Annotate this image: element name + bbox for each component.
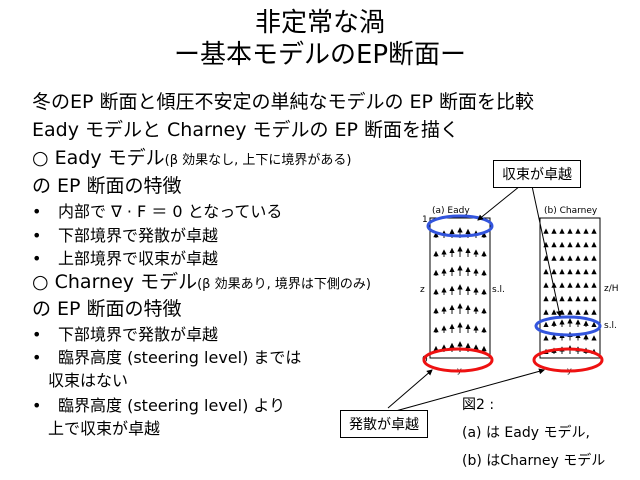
charney-subheading: の EP 断面の特徴 <box>32 298 182 320</box>
panel-a-label: (a) Eady <box>432 206 470 216</box>
y-top-label: 1 <box>422 215 428 225</box>
eady-bullet-2-text: 下部境界で発散が卓越 <box>58 226 219 245</box>
z-h-label: z/H <box>604 284 619 294</box>
pointer-divergence-eady <box>387 369 433 409</box>
eady-heading: ○ Eady モデル(β 効果なし, 上下に境界がある) <box>32 146 351 173</box>
divergence-ellipse-charney <box>532 347 604 373</box>
figure-caption-2: (a) は Eady モデル, <box>462 425 590 441</box>
panel-a-sl-label: s.l. <box>492 285 505 295</box>
eady-note: (β 効果なし, 上下に境界がある) <box>164 153 352 168</box>
intro-line-1: 冬のEP 断面と傾圧不安定の単純なモデルの EP 断面を比較 <box>32 91 535 113</box>
panel-b-sl-label: s.l. <box>604 321 617 331</box>
convergence-callout: 収束が卓越 <box>493 160 581 188</box>
convergence-ellipse-eady <box>426 214 494 238</box>
divergence-ellipse-eady <box>422 347 494 373</box>
pointer-convergence-eady <box>477 185 521 221</box>
divergence-callout: 発散が卓越 <box>340 410 428 438</box>
charney-bullet-1-text: 下部境界で発散が卓越 <box>58 325 219 344</box>
bullet-dot-icon: • <box>32 325 42 344</box>
eady-bullet-3-text: 上部境界で収束が卓越 <box>58 249 219 268</box>
charney-bullet-1: • 下部境界で発散が卓越 <box>32 324 218 345</box>
eady-heading-text: ○ Eady モデル <box>32 147 165 169</box>
bullet-dot-icon: • <box>32 249 42 268</box>
panel-b-arrows <box>543 228 597 355</box>
bullet-dot-icon: • <box>32 396 42 415</box>
charney-bullet-3-cont: 上で収束が卓越 <box>48 419 161 438</box>
charney-heading: ○ Charney モデル(β 効果あり, 境界は下側のみ) <box>32 270 371 297</box>
figure-caption-1: 図2 : <box>462 397 495 413</box>
eady-subheading: の EP 断面の特徴 <box>32 175 182 197</box>
bullet-dot-icon: • <box>32 348 42 367</box>
pointer-convergence-charney <box>531 185 562 317</box>
eady-bullet-2: • 下部境界で発散が卓越 <box>32 225 218 246</box>
slide-title: 非定常な渦 <box>254 8 385 38</box>
charney-bullet-2: • 臨界高度 (steering level) までは <box>32 347 301 368</box>
z-label: z <box>420 285 425 295</box>
bullet-dot-icon: • <box>32 226 42 245</box>
charney-bullet-3: • 臨界高度 (steering level) より <box>32 395 285 416</box>
eady-bullet-3: • 上部境界で収束が卓越 <box>32 248 218 269</box>
panel-a-arrows <box>433 227 487 352</box>
charney-heading-text: ○ Charney モデル <box>32 271 198 293</box>
panel-b-frame <box>539 217 601 359</box>
bullet-dot-icon: • <box>32 202 42 221</box>
intro-line-2: Eady モデルと Charney モデルの EP 断面を描く <box>32 119 460 141</box>
slide-subtitle: ー基本モデルのEP断面ー <box>173 40 467 70</box>
charney-bullet-3-text: 臨界高度 (steering level) より <box>58 396 286 415</box>
figure-caption-3: (b) はCharney モデル <box>462 453 606 469</box>
pointer-divergence-charney <box>391 368 545 413</box>
eady-bullet-1: • 内部で ∇ · F ＝ 0 となっている <box>32 201 282 222</box>
eady-bullet-1-text: 内部で ∇ · F ＝ 0 となっている <box>58 202 283 221</box>
panel-a-frame <box>429 217 491 359</box>
convergence-ellipse-charney <box>534 315 602 337</box>
charney-note: (β 効果あり, 境界は下側のみ) <box>197 277 371 292</box>
charney-bullet-2-text: 臨界高度 (steering level) までは <box>58 348 302 367</box>
charney-bullet-2-cont: 収束はない <box>48 371 129 390</box>
panel-b-label: (b) Charney <box>544 206 598 216</box>
